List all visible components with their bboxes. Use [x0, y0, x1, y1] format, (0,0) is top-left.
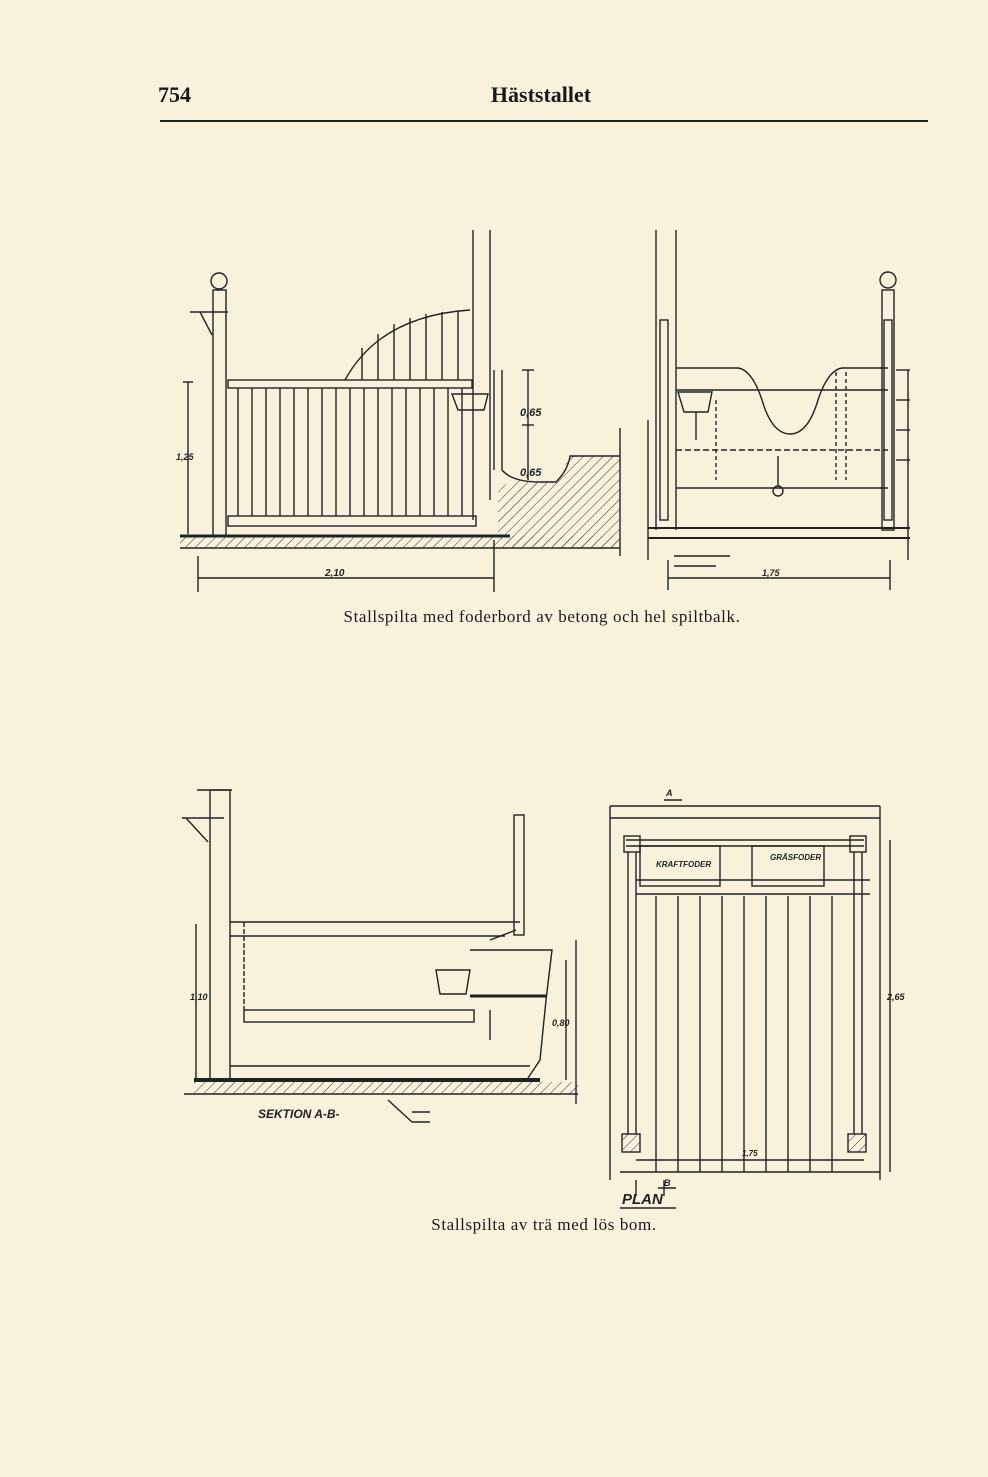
dim-label-175-plan: 1,75 [742, 1149, 758, 1158]
header-rule [160, 120, 928, 122]
figure1-elevation-drawing [647, 230, 910, 590]
dim-label-125: 1,25 [176, 452, 195, 462]
dim-label-175: 1,75 [762, 568, 781, 578]
dim-label-265: 2,65 [886, 992, 906, 1002]
figure2-caption: Stallspilta av trä med lös bom. [431, 1215, 657, 1234]
post-hatching-left [622, 1134, 640, 1152]
concrete-hatching [498, 456, 620, 548]
section-ab-label: SEKTION A-B- [258, 1107, 340, 1121]
dim-label-110: 1,10 [190, 992, 208, 1002]
dim-label-065-upper: 0,65 [520, 407, 542, 419]
floor-hatching [180, 536, 620, 548]
plan-label: PLAN [622, 1191, 664, 1208]
page-number: 754 [158, 82, 191, 107]
figure1-caption: Stallspilta med foderbord av betong och … [343, 607, 741, 626]
floor2-hatching [194, 1082, 578, 1094]
dim-label-065-lower: 0,65 [520, 467, 542, 479]
post-hatching-right [848, 1134, 866, 1152]
kraftfoder-label: KRAFTFODER [656, 860, 711, 869]
dim-label-210: 2,10 [324, 568, 345, 579]
figure2-section-drawing [182, 789, 578, 1123]
section-marker-b: B [664, 1178, 671, 1188]
running-title: Häststallet [490, 82, 592, 107]
grasfoder-label: GRÄSFODER [770, 853, 821, 862]
dim-label-080: 0,80 [552, 1018, 570, 1028]
figure2-plan-drawing [609, 799, 891, 1209]
section-marker-a: A [665, 788, 673, 798]
